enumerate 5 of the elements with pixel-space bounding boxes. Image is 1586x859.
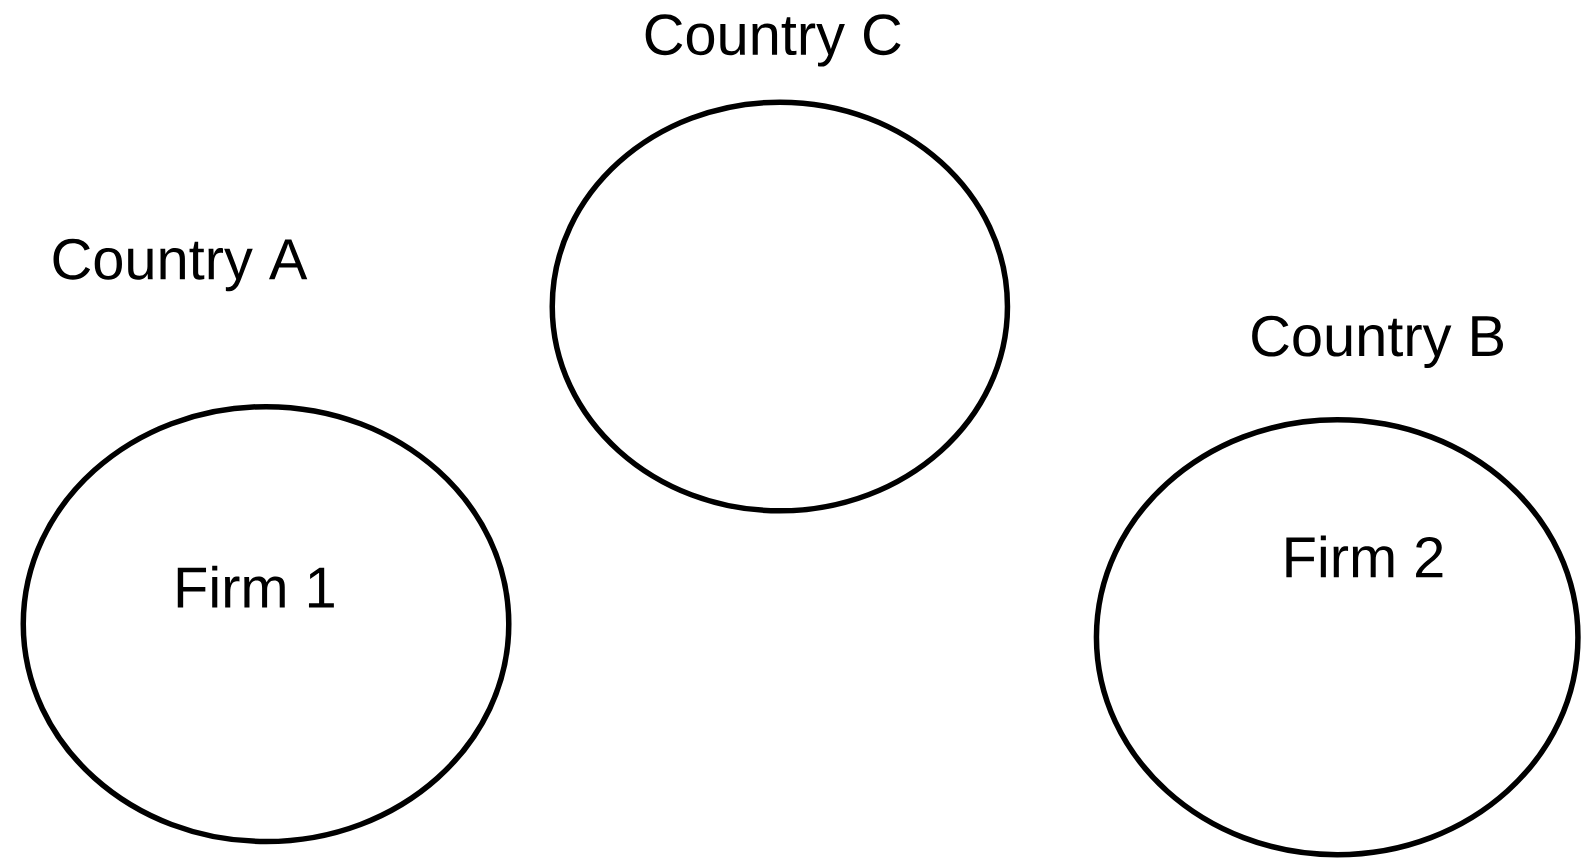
heading: Country A (53, 238, 308, 292)
heading: Country B (1252, 315, 1503, 369)
ellipse-label: Firm 1 (177, 565, 334, 608)
heading: Country C (645, 14, 901, 67)
ellipse-label: Firm 2 (1286, 535, 1443, 578)
